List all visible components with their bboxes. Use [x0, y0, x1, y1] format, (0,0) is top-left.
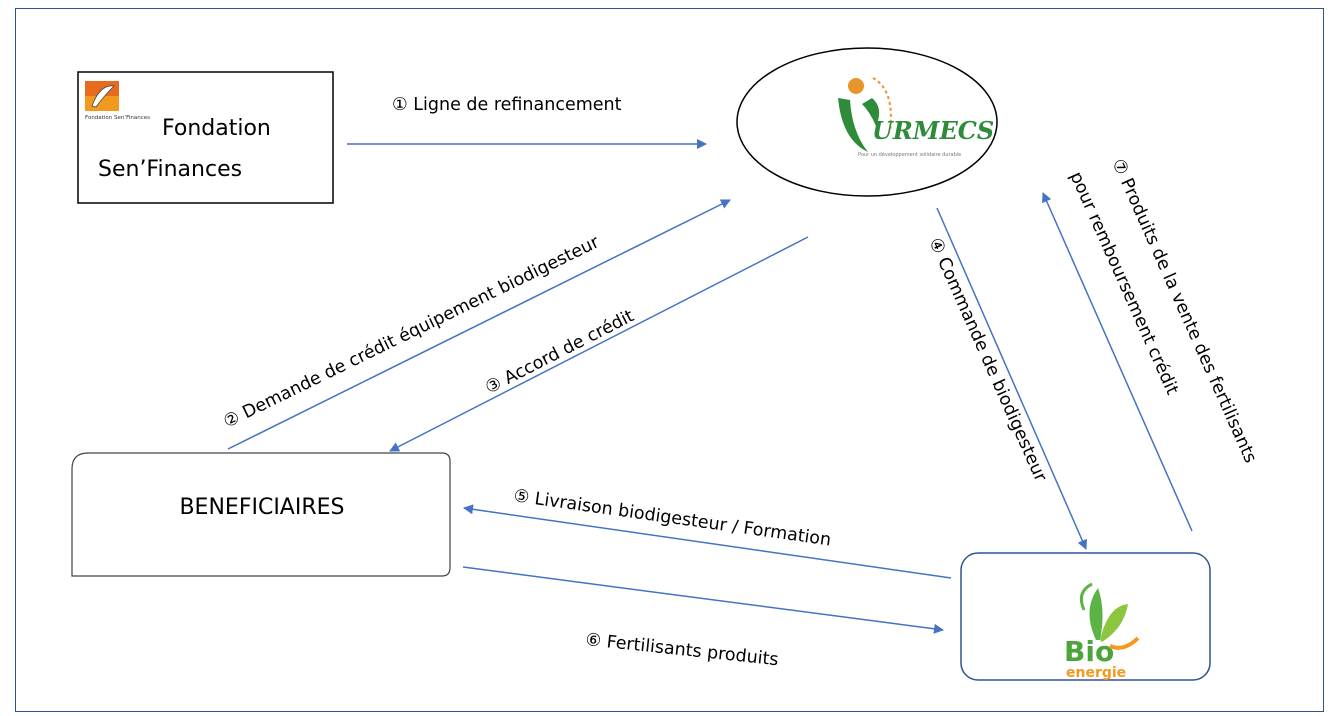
diagram-frame [15, 8, 1324, 712]
arrow-4 [936, 207, 1087, 550]
beneficiaires-label: BENEFICIAIRES [179, 495, 344, 520]
fondation-logo: Fondation Sen’Finances [85, 81, 150, 121]
flow-label-4: ④ Commande de biodigesteur [924, 235, 1050, 486]
node-fondation[interactable]: Fondation Sen’Finances Fondation Sen’Fin… [77, 71, 334, 204]
bioenergie-logo: Bio energie [1064, 582, 1140, 681]
flow-label-6: ⑥ Fertilisants produits [584, 630, 779, 670]
arrow-6 [462, 566, 944, 634]
node-bioenergie[interactable]: Bio energie [960, 552, 1211, 681]
node-urmecs[interactable]: URMECS Pour un développement solidaire d… [736, 47, 998, 197]
arrow-7 [1042, 192, 1193, 532]
urmecs-logo-text: URMECS [872, 116, 994, 145]
node-beneficiaires[interactable]: BENEFICIAIRES [71, 452, 451, 577]
arrow-2 [227, 199, 731, 450]
fondation-label-line2: Sen’Finances [98, 157, 242, 182]
urmecs-logo: URMECS Pour un développement solidaire d… [838, 77, 994, 158]
arrow-3 [389, 236, 809, 452]
fondation-logo-caption: Fondation Sen’Finances [85, 115, 150, 121]
urmecs-logo-tagline: Pour un développement solidaire durable [858, 151, 961, 158]
bioenergie-logo-energie: energie [1066, 665, 1126, 681]
flow-label-2: ② Demande de crédit équipement biodigest… [220, 232, 603, 432]
flow-label-5: ⑤ Livraison biodigesteur / Formation [512, 486, 832, 550]
flow-label-1: ① Ligne de refinancement [392, 95, 622, 115]
fondation-label-line1: Fondation [162, 116, 271, 141]
bioenergie-logo-bio: Bio [1064, 635, 1114, 668]
flow-label-3: ③ Accord de crédit [482, 306, 637, 398]
arrow-5 [463, 504, 952, 579]
